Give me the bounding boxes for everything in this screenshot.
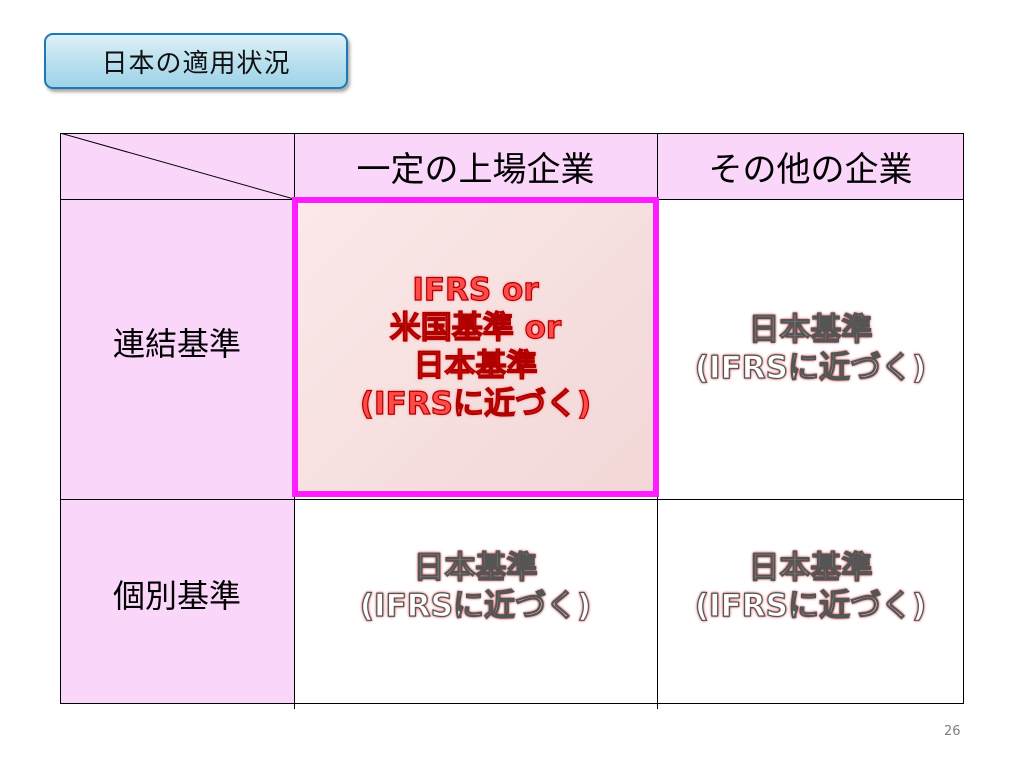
corner-cell [60, 133, 294, 199]
cell-individual-other: 日本基準 (IFRSに近づく) [657, 499, 964, 703]
page-number: 26 [944, 724, 961, 739]
cell-line: IFRS or [412, 271, 539, 308]
row-header-text: 連結基準 [112, 325, 241, 363]
row-header-consolidated: 連結基準 [60, 199, 294, 499]
grid-line [963, 133, 964, 703]
row-header-individual: 個別基準 [60, 499, 294, 703]
cell-line: 日本基準 [748, 311, 873, 348]
cell-text: 日本基準 (IFRSに近づく) [694, 549, 927, 625]
col-header-other: その他の企業 [657, 133, 964, 199]
cell-consolidated-listed: IFRS or 米国基準 or 日本基準 (IFRSに近づく) [292, 197, 659, 497]
cell-line: 米国基準 or [389, 309, 562, 346]
grid-line [60, 133, 964, 134]
cell-consolidated-other: 日本基準 (IFRSに近づく) [657, 199, 964, 499]
cell-line: (IFRSに近づく) [694, 587, 927, 624]
title-box: 日本の適用状況 [44, 33, 348, 89]
row-header-text: 個別基準 [112, 577, 241, 615]
cell-line: (IFRSに近づく) [359, 587, 592, 624]
cell-line: 日本基準 [748, 549, 873, 586]
cell-text: 日本基準 (IFRSに近づく) [359, 549, 592, 625]
cell-individual-listed: 日本基準 (IFRSに近づく) [294, 499, 657, 703]
cell-line: (IFRSに近づく) [359, 385, 592, 422]
grid-line [60, 499, 964, 500]
cell-line: 日本基準 [413, 347, 538, 384]
cell-text: 日本基準 (IFRSに近づく) [694, 311, 927, 387]
diagonal-line [60, 133, 294, 199]
grid-line [60, 703, 964, 704]
col-header-listed: 一定の上場企業 [294, 133, 657, 199]
col-header-text: その他の企業 [708, 149, 913, 190]
standards-table: 一定の上場企業 その他の企業 連結基準 日本基準 (IFRSに近づく) 個別基準… [60, 133, 964, 709]
grid-line [60, 133, 61, 703]
col-header-text: 一定の上場企業 [356, 149, 595, 190]
cell-text: IFRS or 米国基準 or 日本基準 (IFRSに近づく) [359, 271, 592, 423]
cell-line: (IFRSに近づく) [694, 349, 927, 386]
cell-line: 日本基準 [413, 549, 538, 586]
slide-title: 日本の適用状況 [101, 48, 291, 79]
